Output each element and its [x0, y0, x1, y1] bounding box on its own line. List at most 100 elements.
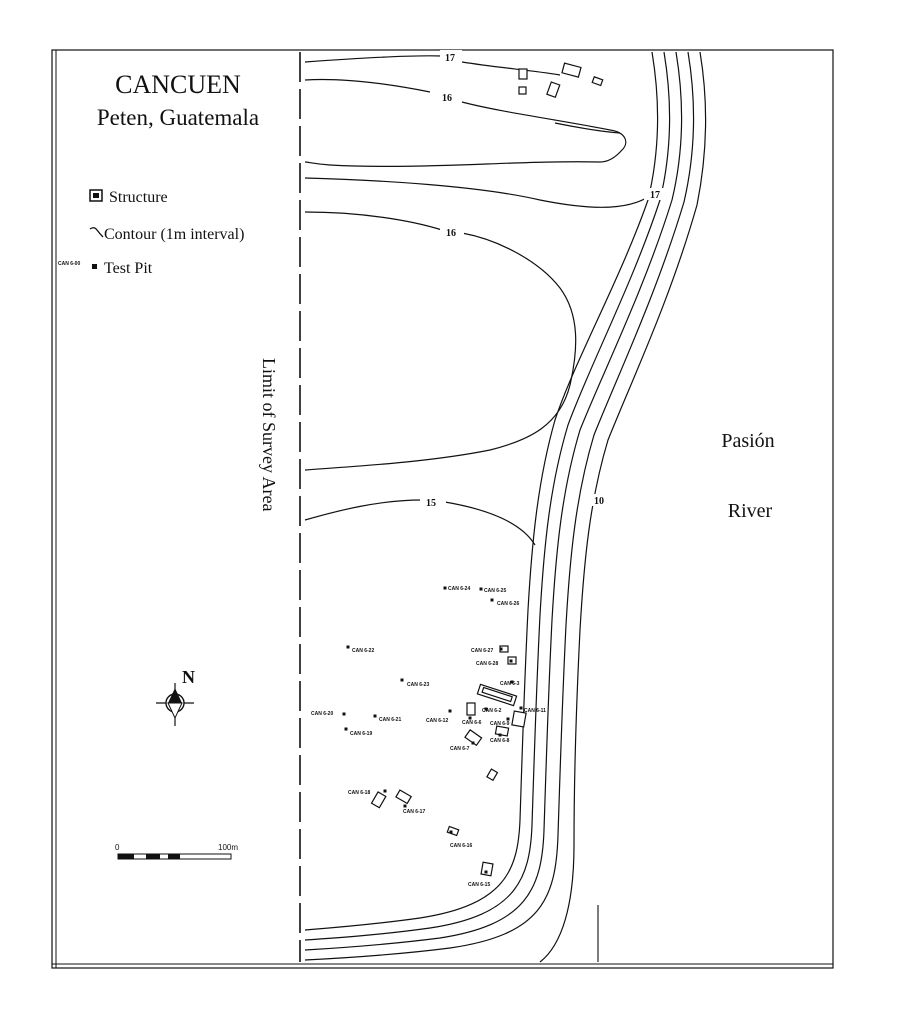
test-pit-label: CAN 6-27 — [471, 648, 493, 654]
structure — [466, 702, 476, 716]
test-pit-label: CAN 6-16 — [450, 843, 472, 849]
test-pit-marker — [383, 789, 387, 793]
test-pit-label: CAN 6-28 — [476, 661, 498, 667]
contour-labels: 17 16 17 16 15 10 — [420, 50, 666, 509]
test-pit-label: CAN 6-26 — [497, 601, 519, 607]
structure — [591, 76, 604, 87]
contour-label-16-north: 16 — [442, 93, 452, 104]
test-pit-label: CAN 6-24 — [448, 586, 470, 592]
test-pit-marker — [346, 645, 350, 649]
test-pit-marker — [342, 712, 346, 716]
structure — [518, 86, 527, 95]
structure — [511, 710, 527, 728]
contour-17-north — [304, 55, 443, 63]
test-pit-marker — [509, 659, 513, 663]
contour-legend-icon — [89, 227, 104, 238]
map-subtitle: Peten, Guatemala — [97, 105, 259, 130]
test-pit-label: CAN 6-15 — [468, 882, 490, 888]
structures — [370, 62, 604, 877]
test-pit-label: CAN 6-12 — [426, 718, 448, 724]
test-pit-label: CAN 6-20 — [311, 711, 333, 717]
legend: Structure Contour (1m interval) CAN 6-00… — [58, 189, 244, 277]
test-pit-marker — [400, 678, 404, 682]
structure — [486, 768, 499, 782]
contour-lines — [304, 51, 707, 963]
test-pit-marker — [468, 716, 472, 720]
test-pit-label: CAN 6-25 — [484, 588, 506, 594]
test-pit-legend-icon — [92, 264, 97, 269]
test-pit-label: CAN 6-18 — [348, 790, 370, 796]
test-pit-label: CAN 6-19 — [350, 731, 372, 737]
structure — [446, 825, 460, 837]
test-pit-marker — [443, 586, 447, 590]
contour-label-10: 10 — [594, 496, 604, 507]
test-pit-marker — [484, 870, 488, 874]
test-pit-label: CAN 6-7 — [450, 746, 470, 752]
legend-test-pit-sample: CAN 6-00 — [58, 261, 80, 267]
contour-16-north-top — [304, 78, 431, 93]
test-pit-label: CAN 6-21 — [379, 717, 401, 723]
contour-label-17-north: 17 — [445, 53, 455, 64]
test-pit-label: CAN 6-9 — [490, 721, 510, 727]
structure — [480, 861, 494, 877]
map-frame — [51, 49, 834, 969]
structure — [481, 686, 513, 703]
test-pit-label: CAN 6-11 — [524, 708, 546, 714]
contour-10 — [539, 51, 707, 963]
north-arrow: N — [156, 667, 195, 726]
test-pit-label: CAN 6-23 — [407, 682, 429, 688]
test-pit-label: CAN 6-6 — [462, 720, 482, 726]
river-label-word2: River — [728, 500, 773, 522]
test-pit-marker — [344, 727, 348, 731]
contour-inner-loop — [554, 122, 621, 134]
legend-test-pit-label: Test Pit — [104, 260, 153, 277]
scale-bar: 0 100m — [115, 843, 238, 860]
test-pit-label: CAN 6-8 — [490, 738, 510, 744]
contour-bank-4 — [304, 51, 695, 961]
contour-label-17-east: 17 — [650, 190, 660, 201]
test-pit-marker — [449, 830, 453, 834]
scale-start-label: 0 — [115, 843, 120, 852]
scale-end-label: 100m — [218, 843, 238, 852]
river-label-word1: Pasión — [721, 430, 774, 452]
structure — [546, 81, 561, 99]
contour-16-middle-b — [304, 232, 577, 471]
contour-17-east — [304, 177, 649, 208]
legend-structure-label: Structure — [109, 189, 168, 206]
north-label: N — [182, 667, 195, 687]
contour-bank-1 — [304, 51, 659, 931]
contour-label-15: 15 — [426, 498, 436, 509]
test-pit-marker — [484, 707, 488, 711]
map-title: CANCUEN — [115, 70, 241, 99]
test-pit-marker — [498, 733, 502, 737]
test-pit-marker — [510, 680, 514, 684]
structure — [518, 68, 528, 80]
test-pit-marker — [490, 598, 494, 602]
structure — [395, 789, 413, 805]
legend-contour-label: Contour (1m interval) — [104, 226, 244, 243]
contour-15-b — [444, 501, 536, 546]
structure — [370, 791, 387, 809]
survey-limit-label: Limit of Survey Area — [259, 358, 279, 511]
test-pit-marker — [403, 804, 407, 808]
contour-17-north-b — [461, 61, 561, 76]
test-pit-marker — [471, 741, 475, 745]
test-pit-marker — [499, 647, 503, 651]
test-pit-marker — [479, 587, 483, 591]
test-pit-label: CAN 6-3 — [500, 681, 520, 687]
test-pit-marker — [519, 706, 523, 710]
contour-label-16-middle: 16 — [446, 228, 456, 239]
test-pit-marker — [373, 714, 377, 718]
test-pit-label: CAN 6-17 — [403, 809, 425, 815]
test-pit-marker — [448, 709, 452, 713]
contour-bank-2 — [304, 51, 671, 941]
contour-15 — [304, 499, 423, 521]
test-pit-label: CAN 6-2 — [482, 708, 502, 714]
contour-bank-3 — [304, 51, 683, 951]
structure — [494, 725, 510, 737]
structure — [561, 62, 582, 78]
contour-16-north-loop — [304, 101, 627, 167]
test-pit-label: CAN 6-22 — [352, 648, 374, 654]
